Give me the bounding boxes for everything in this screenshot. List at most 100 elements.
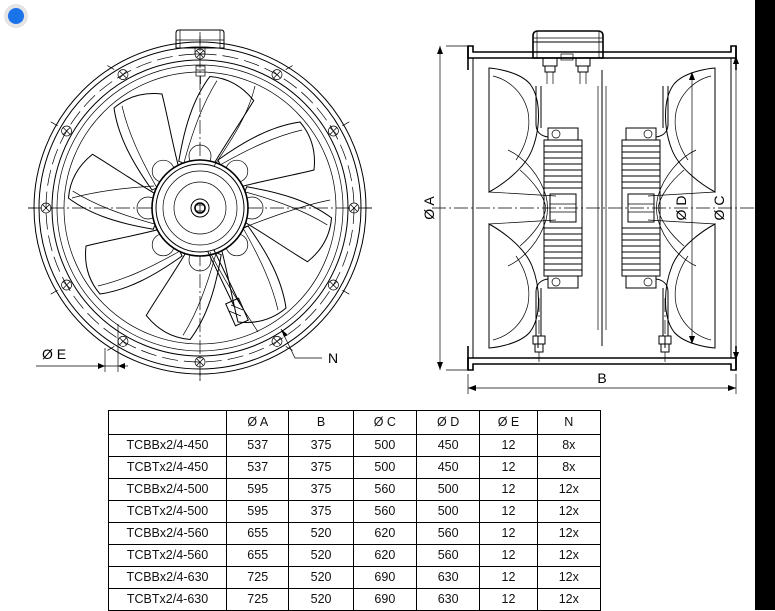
cell-diameter-a: 725 <box>226 566 290 589</box>
cell-diameter-d: 450 <box>416 434 481 457</box>
cell-b: 520 <box>288 588 354 611</box>
spec-table: Ø A B Ø C Ø D Ø E N TCBBx2/4-450 537 375… <box>107 410 602 611</box>
cable-gland <box>575 57 591 84</box>
cell-diameter-d: 500 <box>416 500 481 523</box>
dimension-diameter-d: Ø D <box>673 72 695 344</box>
bolt-hole <box>50 121 72 137</box>
table-row: TCBBx2/4-560 655 520 620 560 12 12x <box>107 522 602 545</box>
cell-n: 12x <box>536 478 602 501</box>
label-diameter-a: Ø A <box>421 196 437 220</box>
motor-cooling-fins <box>622 145 660 271</box>
table-header-row: Ø A B Ø C Ø D Ø E N <box>107 410 602 435</box>
cell-diameter-a: 655 <box>226 544 290 567</box>
bolt-hole <box>328 121 350 137</box>
bolt-hole <box>328 279 350 295</box>
cell-diameter-e: 12 <box>479 478 538 501</box>
technical-drawing: Ø E N <box>28 29 756 394</box>
cable-gland <box>542 57 558 84</box>
table-row: TCBTx2/4-450 537 375 500 450 12 8x <box>107 456 602 479</box>
cell-model: TCBTx2/4-450 <box>107 456 228 479</box>
cell-diameter-a: 537 <box>226 456 290 479</box>
motor-right <box>621 86 672 362</box>
mounting-bolts <box>538 298 666 336</box>
cell-diameter-e: 12 <box>479 456 538 479</box>
bolt-hole <box>271 336 293 351</box>
cell-diameter-d: 450 <box>416 456 481 479</box>
cell-diameter-e: 12 <box>479 500 538 523</box>
cell-diameter-c: 560 <box>352 500 418 523</box>
impeller-ring <box>63 71 337 345</box>
cell-diameter-e: 12 <box>479 434 538 457</box>
label-length-b: B <box>597 370 606 386</box>
cell-diameter-d: 560 <box>416 544 481 567</box>
cell-n: 12x <box>536 500 602 523</box>
motor-cooling-fins <box>544 145 582 271</box>
label-diameter-e: Ø E <box>42 346 66 362</box>
cell-model: TCBTx2/4-560 <box>107 544 228 567</box>
bolt-hole <box>194 356 206 380</box>
cell-n: 12x <box>536 544 602 567</box>
cell-diameter-c: 620 <box>352 544 418 567</box>
cable-conduit <box>207 249 249 327</box>
cell-n: 12x <box>536 522 602 545</box>
impeller-right-profile <box>647 67 716 349</box>
casing-inner-circle <box>51 59 349 357</box>
spec-table-container: Ø A B Ø C Ø D Ø E N TCBBx2/4-450 537 375… <box>107 410 602 611</box>
cell-diameter-d: 500 <box>416 478 481 501</box>
cell-diameter-c: 500 <box>352 456 418 479</box>
cell-diameter-e: 12 <box>479 566 538 589</box>
table-header-n: N <box>536 410 602 435</box>
cell-diameter-c: 620 <box>352 522 418 545</box>
dimension-length-b: B <box>467 370 737 394</box>
cell-n: 8x <box>536 456 602 479</box>
bolt-hole <box>271 65 293 80</box>
dimension-diameter-e: Ø E <box>36 324 128 372</box>
cell-diameter-d: 560 <box>416 522 481 545</box>
table-row: TCBTx2/4-500 595 375 560 500 12 12x <box>107 500 602 523</box>
table-header-diameter-d: Ø D <box>416 410 481 435</box>
cell-b: 375 <box>288 478 354 501</box>
casing-inner-circle-2 <box>56 64 344 352</box>
cell-model: TCBBx2/4-560 <box>107 522 228 545</box>
label-diameter-d: Ø D <box>673 196 689 221</box>
cell-b: 520 <box>288 566 354 589</box>
table-header-diameter-c: Ø C <box>352 410 418 435</box>
dimension-diameter-a: Ø A <box>421 45 470 371</box>
dimension-bolt-count-n: N <box>280 328 338 366</box>
right-edge-strip <box>755 0 775 610</box>
table-header-model <box>107 410 228 435</box>
table-row: TCBTx2/4-560 655 520 620 560 12 12x <box>107 544 602 567</box>
support-struts <box>71 85 331 333</box>
cell-model: TCBBx2/4-630 <box>107 566 228 589</box>
cell-n: 12x <box>536 588 602 611</box>
cell-n: 8x <box>536 434 602 457</box>
cell-diameter-a: 655 <box>226 522 290 545</box>
section-view: Ø A Ø D Ø C <box>421 30 756 394</box>
label-bolt-count-n: N <box>328 350 338 366</box>
cell-diameter-e: 12 <box>479 544 538 567</box>
dimension-diameter-c: Ø C <box>711 56 739 360</box>
cursor-dot-inner <box>8 8 24 24</box>
center-partition <box>597 70 607 346</box>
table-header-diameter-a: Ø A <box>226 410 290 435</box>
cursor-dot <box>4 4 28 28</box>
cell-diameter-a: 595 <box>226 478 290 501</box>
cell-model: TCBTx2/4-630 <box>107 588 228 611</box>
cell-diameter-c: 690 <box>352 566 418 589</box>
bolt-hole <box>50 279 72 295</box>
cell-model: TCBBx2/4-450 <box>107 434 228 457</box>
cell-b: 520 <box>288 544 354 567</box>
cell-diameter-d: 630 <box>416 566 481 589</box>
cell-b: 375 <box>288 456 354 479</box>
cell-diameter-e: 12 <box>479 522 538 545</box>
casing-outer-circle-2 <box>38 46 362 370</box>
terminal-box-section <box>532 30 604 84</box>
top-bolt <box>195 65 206 84</box>
cell-diameter-d: 630 <box>416 588 481 611</box>
table-header-b: B <box>288 410 354 435</box>
cell-n: 12x <box>536 566 602 589</box>
table-row: TCBBx2/4-450 537 375 500 450 12 8x <box>107 434 602 457</box>
cell-model: TCBBx2/4-500 <box>107 478 228 501</box>
cell-b: 520 <box>288 522 354 545</box>
